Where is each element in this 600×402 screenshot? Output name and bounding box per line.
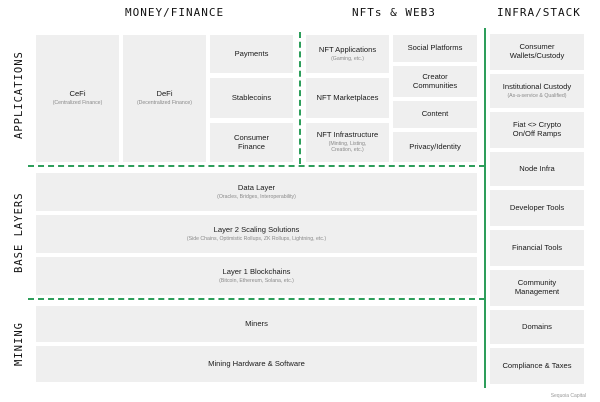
box-subtitle: (Oracles, Bridges, Interoperability) bbox=[217, 193, 296, 200]
box-nft-applications: NFT Applications (Gaming, etc.) bbox=[306, 35, 389, 73]
box-stablecoins: Stablecoins bbox=[210, 78, 293, 118]
box-title: Creator Communities bbox=[412, 71, 458, 90]
box-defi: DeFi (Decentralized Finance) bbox=[123, 35, 206, 162]
box-title: Financial Tools bbox=[511, 242, 563, 252]
box-title: Consumer Wallets/Custody bbox=[509, 42, 565, 60]
divider-money-nft bbox=[299, 32, 301, 164]
box-title: Miners bbox=[245, 318, 268, 328]
box-title: Mining Hardware & Software bbox=[208, 358, 305, 368]
box-title: Privacy/Identity bbox=[409, 141, 461, 151]
box-mining-hardware: Mining Hardware & Software bbox=[36, 346, 477, 382]
box-title: Data Layer bbox=[237, 182, 276, 192]
box-subtitle: (As-a-service & Qualified) bbox=[507, 92, 567, 99]
box-financial-tools: Financial Tools bbox=[490, 230, 584, 266]
box-title: Community Management bbox=[514, 278, 560, 296]
box-node-infra: Node Infra bbox=[490, 152, 584, 186]
box-subtitle: (Centralized Finance) bbox=[52, 100, 103, 107]
box-institutional-custody: Institutional Custody (As-a-service & Qu… bbox=[490, 74, 584, 108]
box-subtitle: (Bitcoin, Ethereum, Solana, etc.) bbox=[219, 277, 294, 284]
row-label-mining: MINING bbox=[13, 322, 25, 366]
box-creator-communities: Creator Communities bbox=[393, 66, 477, 97]
box-subtitle: (Side Chains, Optimistic Rollups, ZK Rol… bbox=[186, 235, 327, 242]
box-privacy-identity: Privacy/Identity bbox=[393, 132, 477, 162]
box-title: Institutional Custody bbox=[502, 81, 572, 91]
box-title: DeFi bbox=[156, 89, 173, 99]
header-money-finance: MONEY/FINANCE bbox=[125, 6, 225, 19]
box-title: NFT Infrastructure bbox=[316, 130, 379, 140]
box-title: Fiat <> Crypto On/Off Ramps bbox=[512, 120, 562, 138]
box-consumer-finance: Consumer Finance bbox=[210, 123, 293, 162]
box-title: Layer 2 Scaling Solutions bbox=[213, 224, 300, 234]
box-social-platforms: Social Platforms bbox=[393, 35, 477, 62]
box-consumer-wallets: Consumer Wallets/Custody bbox=[490, 34, 584, 70]
box-title: Compliance & Taxes bbox=[502, 360, 572, 370]
box-subtitle: (Gaming, etc.) bbox=[331, 55, 364, 62]
divider-applications-base bbox=[28, 165, 485, 167]
box-nft-marketplaces: NFT Marketplaces bbox=[306, 78, 389, 118]
box-title: Social Platforms bbox=[407, 43, 463, 53]
header-nfts-web3: NFTs & WEB3 bbox=[352, 6, 436, 19]
box-layer1: Layer 1 Blockchains (Bitcoin, Ethereum, … bbox=[36, 257, 477, 295]
box-title: NFT Marketplaces bbox=[316, 92, 379, 102]
box-title: Payments bbox=[234, 48, 269, 58]
row-label-applications: APPLICATIONS bbox=[13, 51, 25, 139]
box-content: Content bbox=[393, 101, 477, 128]
divider-base-mining bbox=[28, 298, 485, 300]
box-payments: Payments bbox=[210, 35, 293, 73]
box-title: Developer Tools bbox=[509, 202, 565, 212]
box-community-management: Community Management bbox=[490, 270, 584, 306]
box-layer2: Layer 2 Scaling Solutions (Side Chains, … bbox=[36, 215, 477, 253]
box-title: Domains bbox=[522, 321, 552, 331]
box-subtitle: (Decentralized Finance) bbox=[136, 100, 193, 107]
box-miners: Miners bbox=[36, 306, 477, 342]
box-data-layer: Data Layer (Oracles, Bridges, Interopera… bbox=[36, 173, 477, 211]
box-title: Content bbox=[421, 109, 449, 119]
credit-text: Sequoia Capital bbox=[550, 393, 586, 399]
row-label-base-layers: BASE LAYERS bbox=[13, 192, 25, 273]
box-compliance-taxes: Compliance & Taxes bbox=[490, 348, 584, 384]
box-title: Stablecoins bbox=[231, 92, 272, 102]
box-nft-infrastructure: NFT Infrastructure (Minting, Listing, Cr… bbox=[306, 123, 389, 162]
box-subtitle: (Minting, Listing, Creation, etc.) bbox=[328, 141, 367, 154]
box-title: CeFi bbox=[69, 89, 86, 99]
box-title: Consumer Finance bbox=[233, 132, 270, 151]
box-title: Node Infra bbox=[519, 163, 555, 173]
divider-infra bbox=[484, 28, 486, 388]
box-title: NFT Applications bbox=[318, 44, 377, 54]
box-cefi: CeFi (Centralized Finance) bbox=[36, 35, 119, 162]
box-fiat-ramps: Fiat <> Crypto On/Off Ramps bbox=[490, 112, 584, 148]
box-domains: Domains bbox=[490, 310, 584, 344]
box-title: Layer 1 Blockchains bbox=[222, 266, 291, 276]
header-infra-stack: INFRA/STACK bbox=[497, 6, 581, 19]
box-developer-tools: Developer Tools bbox=[490, 190, 584, 226]
